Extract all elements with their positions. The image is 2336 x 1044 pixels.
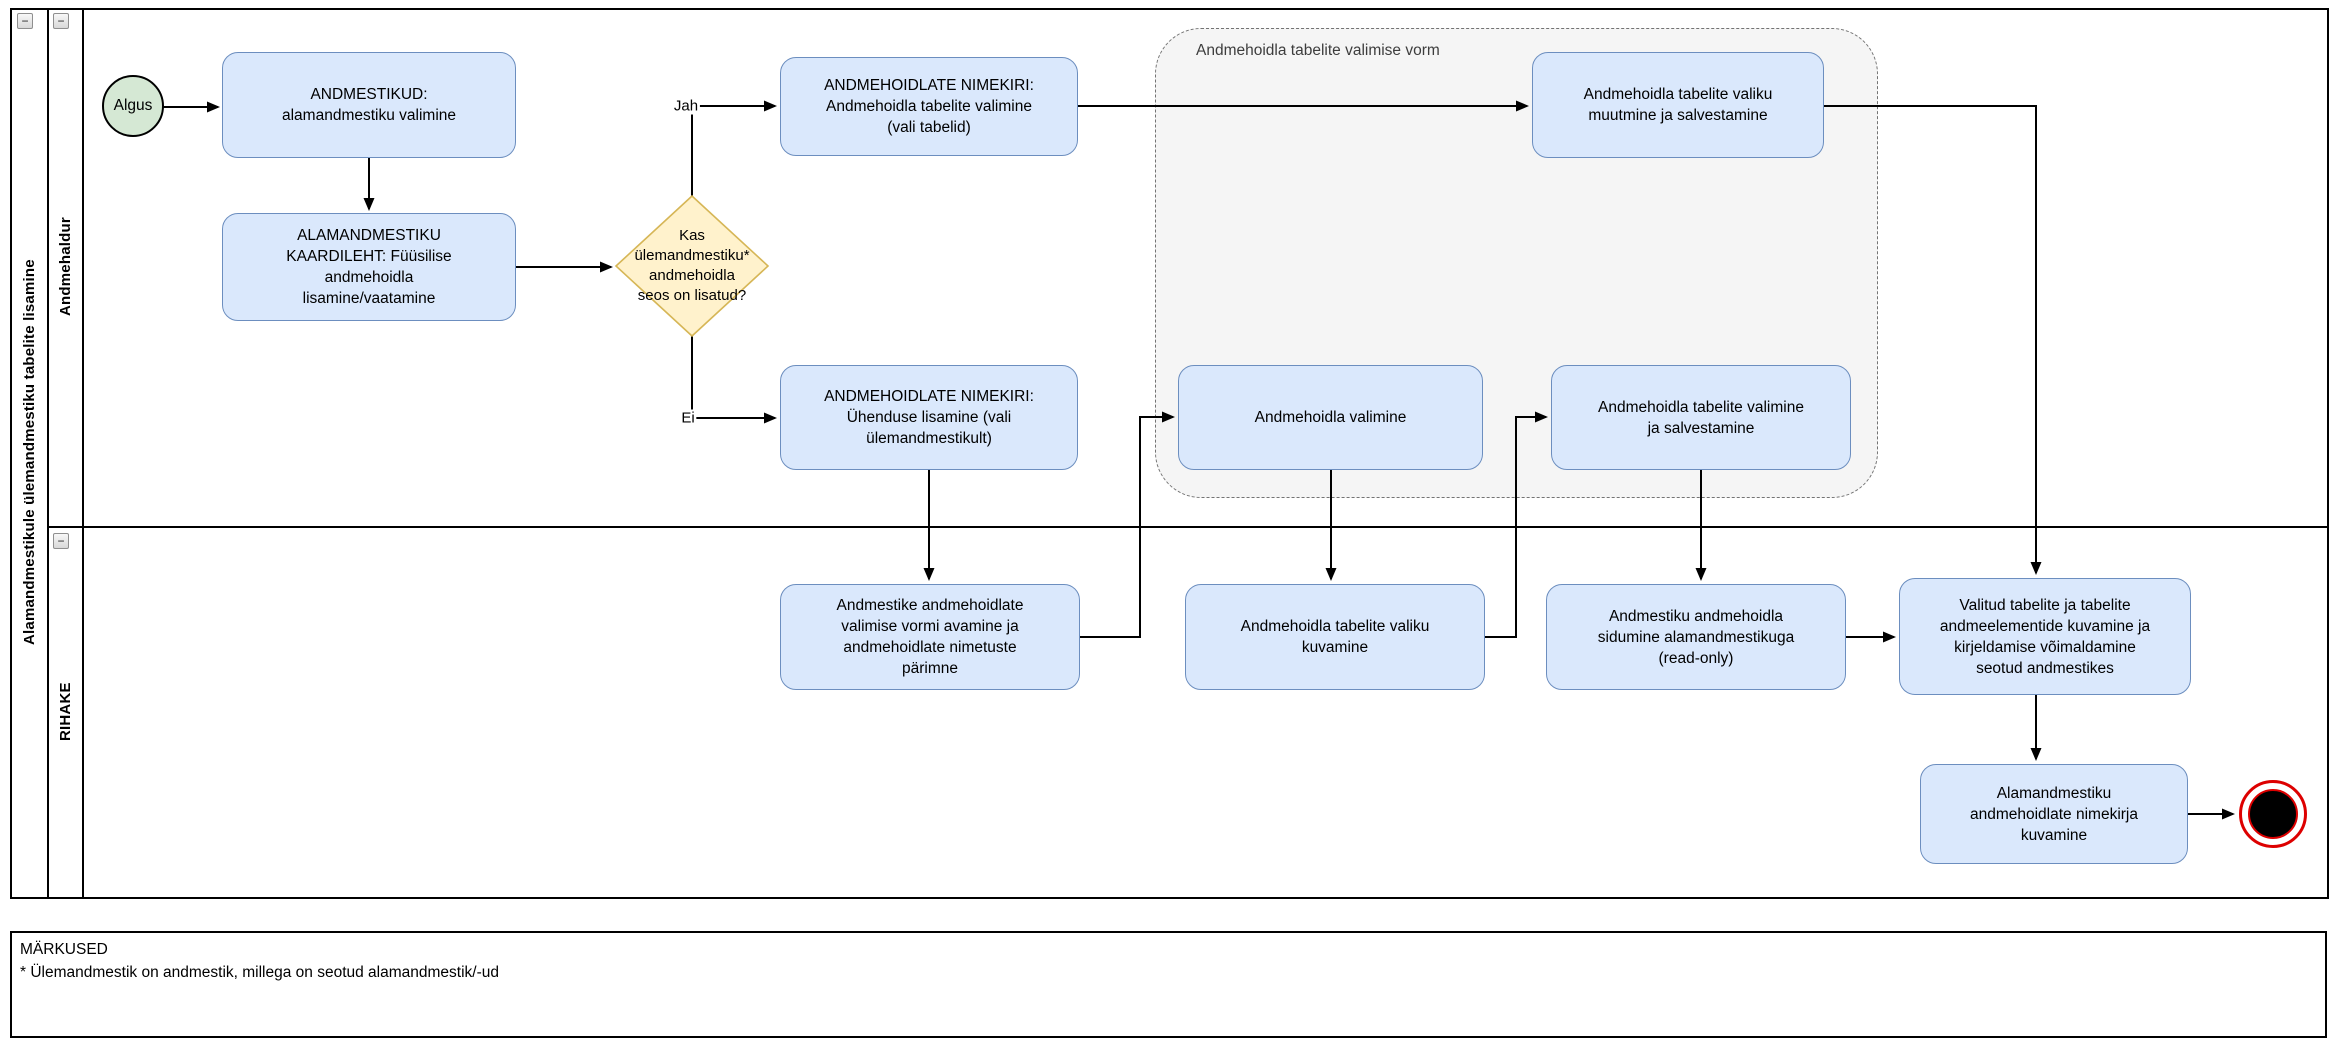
task-vormi-avamine[interactable]: Andmestike andmehoidlate valimise vormi … [780, 584, 1080, 690]
task-valitud-tabelite-label: Valitud tabelite ja tabelite andmeelemen… [1939, 596, 2151, 677]
task-nimekirja-kuvamine[interactable]: Alamandmestiku andmehoidlate nimekirja k… [1920, 764, 2188, 864]
task-nimekirja-kuvamine-label: Alamandmestiku andmehoidlate nimekirja k… [1969, 784, 2138, 844]
task-nimekiri-yhendus-label: ANDMEHOIDLATE NIMEKIRI: Ühenduse lisamin… [824, 388, 1034, 447]
task-kaardileht-label: ALAMANDMESTIKU KAARDILEHT: Füüsilise and… [286, 227, 452, 307]
lane-title-divider [82, 8, 84, 897]
task-nimekiri-tabelid[interactable]: ANDMEHOIDLATE NIMEKIRI: Andmehoidla tabe… [780, 57, 1078, 156]
end-event[interactable] [2239, 780, 2307, 848]
gateway-label: Kas ülemandmestiku* andmehoidla seos on … [634, 227, 750, 304]
lane-title-rihake: RIHAKE [57, 682, 74, 741]
task-valiku-kuvamine-label: Andmehoidla tabelite valiku kuvamine [1240, 618, 1430, 656]
notes-title: MÄRKUSED [20, 941, 108, 958]
pool-collapse-button[interactable]: − [17, 13, 33, 29]
task-tabelite-valimine-salvestamine-label: Andmehoidla tabelite valimine ja salvest… [1598, 398, 1804, 437]
task-kaardileht[interactable]: ALAMANDMESTIKU KAARDILEHT: Füüsilise and… [222, 213, 516, 321]
lane-title-andmehaldur: Andmehaldur [57, 217, 74, 317]
task-andmestikud-label: ANDMESTIKUD: alamandmestiku valimine [281, 86, 457, 124]
task-sidumine-label: Andmestiku andmehoidla sidumine alamandm… [1597, 607, 1795, 667]
pool-title: Alamandmestikule ülemandmestiku tabelite… [21, 259, 38, 646]
task-valiku-kuvamine[interactable]: Andmehoidla tabelite valiku kuvamine [1185, 584, 1485, 690]
task-andmestikud[interactable]: ANDMESTIKUD: alamandmestiku valimine [222, 52, 516, 158]
lane-rihake-collapse-button[interactable]: − [53, 533, 69, 549]
task-tabelite-valimine-salvestamine[interactable]: Andmehoidla tabelite valimine ja salvest… [1551, 365, 1851, 470]
task-vormi-avamine-label: Andmestike andmehoidlate valimise vormi … [836, 597, 1024, 677]
lane-boundary [47, 526, 2327, 528]
task-andmehoidla-valimine[interactable]: Andmehoidla valimine [1178, 365, 1483, 470]
notes-line: * Ülemandmestik on andmestik, millega on… [20, 964, 500, 981]
edge-label-jah: Jah [671, 97, 701, 115]
edge-label-ei: Ei [679, 409, 697, 427]
start-event-algus[interactable]: Algus [102, 75, 164, 137]
start-event-label: Algus [113, 97, 153, 114]
task-valiku-muutmine[interactable]: Andmehoidla tabelite valiku muutmine ja … [1532, 52, 1824, 158]
notes-box: MÄRKUSED * Ülemandmestik on andmestik, m… [10, 931, 2327, 1038]
task-andmehoidla-valimine-label: Andmehoidla valimine [1254, 409, 1407, 426]
task-valitud-tabelite[interactable]: Valitud tabelite ja tabelite andmeelemen… [1899, 578, 2191, 695]
task-nimekiri-tabelid-label: ANDMEHOIDLATE NIMEKIRI: Andmehoidla tabe… [824, 77, 1034, 136]
task-sidumine[interactable]: Andmestiku andmehoidla sidumine alamandm… [1546, 584, 1846, 690]
end-event-core [2248, 789, 2298, 839]
lane-andmehaldur-collapse-button[interactable]: − [53, 13, 69, 29]
task-nimekiri-yhendus[interactable]: ANDMEHOIDLATE NIMEKIRI: Ühenduse lisamin… [780, 365, 1078, 470]
group-label: Andmehoidla tabelite valimise vorm [1196, 42, 1440, 59]
pool-title-divider [47, 8, 49, 897]
task-valiku-muutmine-label: Andmehoidla tabelite valiku muutmine ja … [1583, 86, 1773, 124]
